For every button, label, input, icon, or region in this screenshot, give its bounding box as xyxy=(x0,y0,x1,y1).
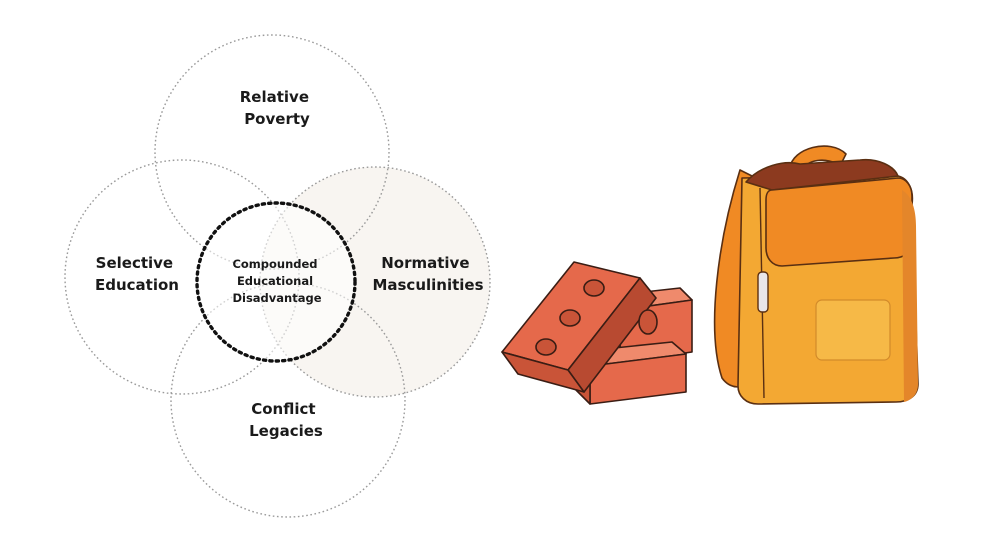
selective-education-line-1: Selective xyxy=(96,254,173,272)
compounded-disadvantage-label: Compounded Educational Disadvantage xyxy=(232,257,321,305)
normative-masculinities-line-2: Masculinities xyxy=(372,276,483,294)
bricks-icon xyxy=(501,261,693,405)
center-line-2: Educational xyxy=(237,274,313,288)
conflict-legacies-line-2: Legacies xyxy=(249,422,323,440)
backpack-icon xyxy=(713,145,919,405)
relative-poverty-line-1: Relative xyxy=(240,88,309,106)
center-line-1: Compounded xyxy=(232,257,317,271)
conflict-legacies-label: Conflict Legacies xyxy=(249,400,323,440)
normative-masculinities-circle xyxy=(259,166,491,398)
venn-diagram: Relative Poverty Selective Education Nor… xyxy=(64,34,491,518)
conflict-legacies-line-1: Conflict xyxy=(251,400,315,418)
relative-poverty-label: Relative Poverty xyxy=(240,88,315,128)
relative-poverty-circle xyxy=(154,34,390,270)
center-line-3: Disadvantage xyxy=(232,291,321,305)
selective-education-label: Selective Education xyxy=(95,254,179,294)
compounded-disadvantage-circle xyxy=(195,201,357,363)
normative-masculinities-label: Normative Masculinities xyxy=(372,254,483,294)
selective-education-line-2: Education xyxy=(95,276,179,294)
relative-poverty-line-2: Poverty xyxy=(244,110,310,128)
normative-masculinities-line-1: Normative xyxy=(381,254,469,272)
